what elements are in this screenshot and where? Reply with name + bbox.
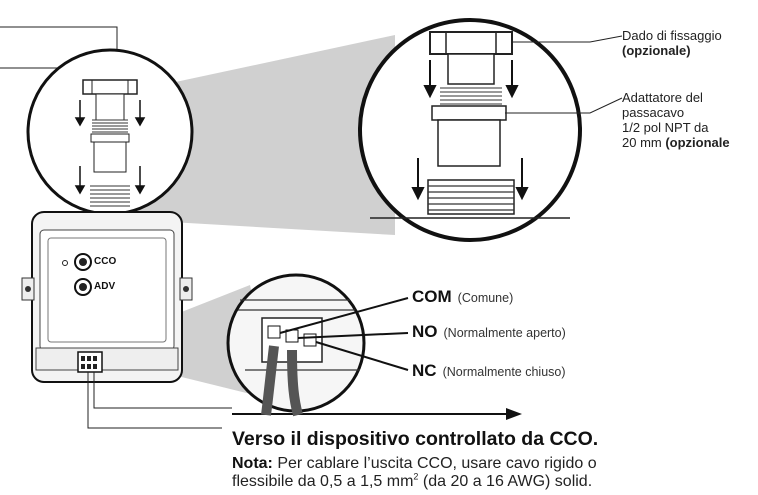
terminal-leader-lines (279, 297, 409, 371)
note-text-1: Per cablare l’uscita CCO, usare cavo rig… (272, 455, 597, 472)
cco-led-label: CCO (94, 256, 117, 267)
adapter-callout: Adattatore del passacavo 1/2 pol NPT da … (622, 90, 730, 150)
wiring-note: Nota: Per cablare l’uscita CCO, usare ca… (232, 455, 752, 491)
terminal-no-desc: (Normalmente aperto) (443, 326, 566, 340)
nut-callout: Dado di fissaggio (opzionale) (622, 28, 722, 58)
direction-arrow (232, 408, 522, 420)
terminal-no-code: NO (412, 322, 438, 341)
right-callout-lines (505, 35, 623, 114)
terminal-nc: NC (Normalmente chiuso) (412, 361, 566, 381)
note-text-2a: flessibile da 0,5 a 1,5 mm (232, 473, 414, 490)
terminal-nc-code: NC (412, 361, 437, 380)
wiring-note-line1: Nota: Per cablare l’uscita CCO, usare ca… (232, 455, 752, 473)
adapter-callout-line2: passacavo (622, 105, 685, 120)
adapter-callout-line3: 1/2 pol NPT da (622, 120, 709, 135)
wiring-note-line2: flessibile da 0,5 a 1,5 mm2 (da 20 a 16 … (232, 471, 752, 491)
nut-callout-line2: (opzionale) (622, 43, 691, 58)
adv-led-label: ADV (94, 281, 116, 292)
cco-wire-leader (87, 372, 232, 429)
terminal-no: NO (Normalmente aperto) (412, 322, 566, 342)
controlled-device-title: Verso il dispositivo controllato da CCO. (232, 428, 599, 450)
note-superscript: 2 (413, 471, 419, 482)
device-body (21, 211, 193, 383)
adapter-callout-line1: Adattatore del (622, 90, 703, 105)
terminal-nc-desc: (Normalmente chiuso) (442, 365, 566, 379)
large-magnify-circle (358, 18, 582, 242)
terminal-com: COM (Comune) (412, 287, 513, 307)
nut-callout-line1: Dado di fissaggio (622, 28, 722, 43)
adapter-size-text: 20 mm (622, 135, 666, 150)
adapter-optional-text: (opzionale (665, 135, 730, 150)
small-magnify-circle (26, 48, 194, 216)
terminal-closeup-circle (226, 273, 366, 417)
adapter-callout-line4: 20 mm (opzionale (622, 135, 730, 150)
note-label: Nota: (232, 455, 273, 472)
terminal-com-desc: (Comune) (457, 291, 514, 305)
terminal-com-code: COM (412, 287, 452, 306)
note-text-2b: (da 20 a 16 AWG) solid. (418, 473, 593, 490)
